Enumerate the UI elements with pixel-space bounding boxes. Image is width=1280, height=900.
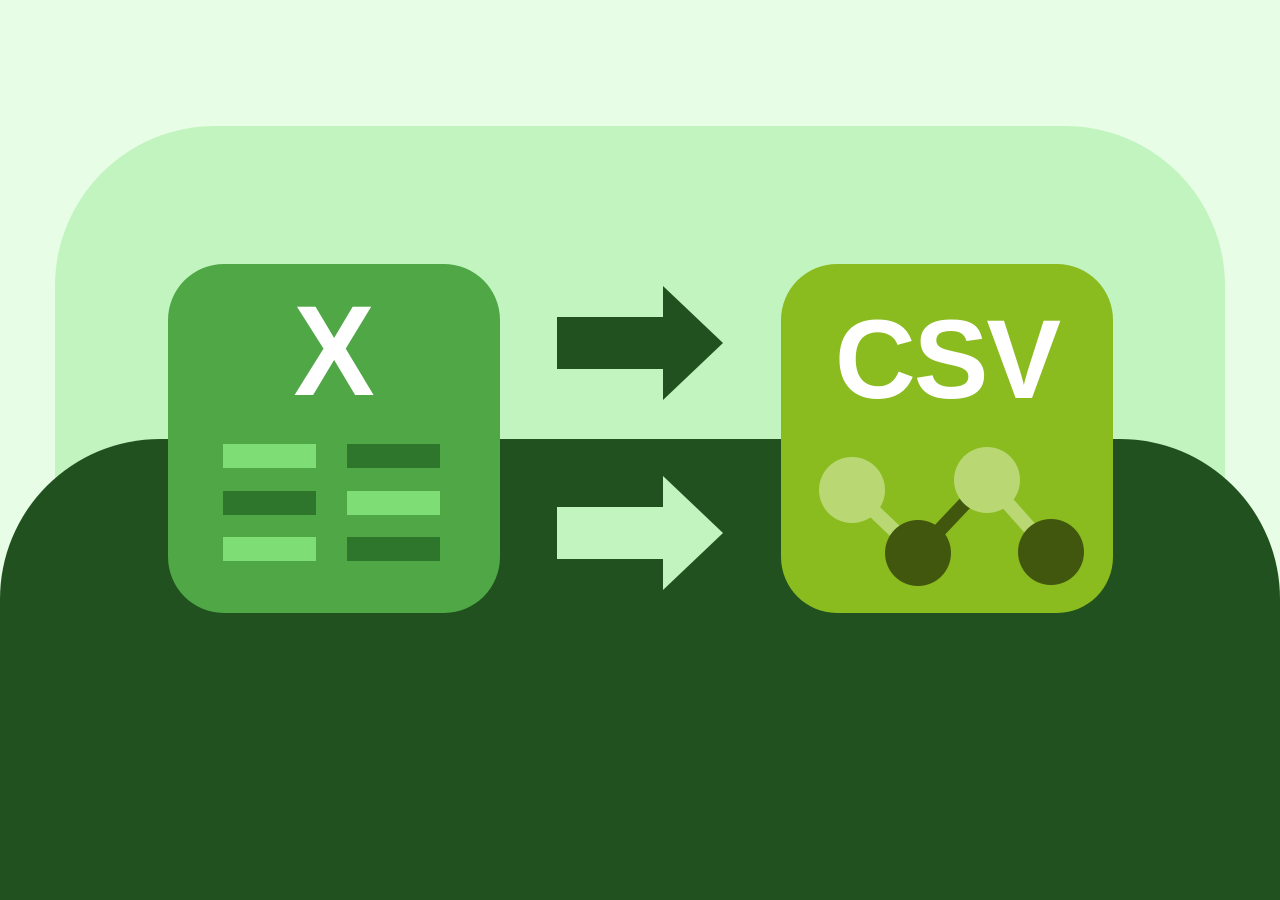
- spreadsheet-cell: [223, 537, 316, 561]
- spreadsheet-cell: [223, 444, 316, 468]
- x-letter: X: [293, 280, 375, 423]
- spreadsheet-cell: [347, 444, 440, 468]
- spreadsheet-cell: [347, 537, 440, 561]
- csv-graph-icon: CSV: [781, 264, 1113, 613]
- arrow-right-icon: [557, 286, 723, 400]
- arrow-right-icon: [557, 476, 723, 590]
- network-graph-icon: [819, 447, 1084, 586]
- spreadsheet-cell: [223, 491, 316, 515]
- spreadsheet-cell: [347, 491, 440, 515]
- spreadsheet-x-icon: X: [168, 264, 500, 613]
- csv-label: CSV: [834, 297, 1061, 422]
